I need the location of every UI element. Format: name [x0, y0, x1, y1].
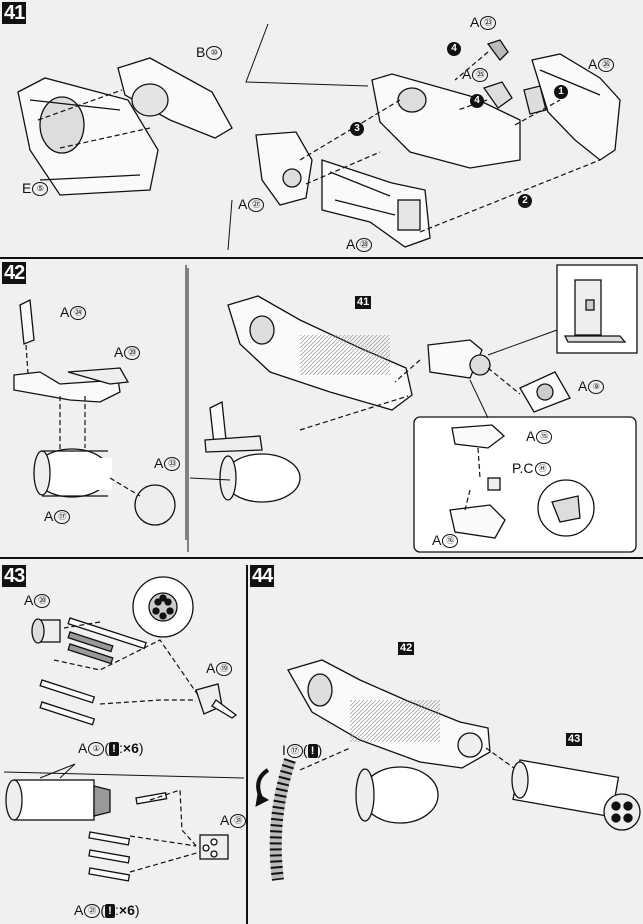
- part-number: ㉑: [84, 904, 101, 919]
- step44-guides: [299, 747, 515, 771]
- step42-parts: [13, 264, 638, 553]
- part-letter: A: [462, 66, 472, 82]
- divider-41-42: [0, 257, 643, 259]
- order-marker-4b: 4: [470, 94, 484, 108]
- divider-42-43: [0, 557, 643, 559]
- part-letter: A: [60, 304, 70, 320]
- part-letter: A: [470, 14, 480, 30]
- order-marker-3: 3: [350, 122, 364, 136]
- ref-box-41: 41: [355, 296, 372, 309]
- part-letter: A: [238, 196, 248, 212]
- part-letter: A: [114, 344, 124, 360]
- step42-callout: [187, 268, 558, 552]
- part-number: ⑤: [32, 182, 49, 197]
- part-letter: A: [78, 740, 88, 756]
- quantity-multiplier: ×6: [118, 902, 135, 918]
- step-number-43: 43: [2, 565, 27, 587]
- quantity-multiplier: ×6: [122, 740, 139, 756]
- part-number: ⑨: [588, 380, 605, 395]
- order-marker-4a: 4: [447, 42, 461, 56]
- part-number: Ⓗ: [534, 462, 551, 477]
- step43-callout: [3, 763, 245, 779]
- part-number: ㉓: [480, 16, 497, 31]
- part-letter: A: [24, 592, 34, 608]
- part-number: ㉔: [70, 306, 87, 321]
- step43-guides: [53, 621, 201, 873]
- part-number: ⑰: [286, 744, 303, 759]
- order-marker-1: 1: [554, 85, 568, 99]
- part-number: ㉗: [248, 198, 265, 213]
- part-letter: A: [220, 812, 230, 828]
- part-letter: I: [282, 742, 286, 758]
- part-number: ㉖: [598, 58, 615, 73]
- warning-icon: !: [105, 904, 116, 919]
- step42-guides: [25, 344, 521, 511]
- part-letter: A: [154, 455, 164, 471]
- ref-box-42: 42: [398, 642, 415, 655]
- part-number: ㉘: [356, 238, 373, 253]
- part-number: ⑯: [442, 534, 459, 549]
- part-number: ㉛: [230, 814, 247, 829]
- warning-icon: !: [109, 742, 120, 757]
- step44-parts: [269, 659, 641, 881]
- part-letter: B: [196, 44, 206, 60]
- warning-icon: !: [307, 744, 318, 759]
- divider-43-44: [246, 565, 248, 924]
- step-number-41: 41: [2, 2, 27, 24]
- part-letter: A: [44, 508, 54, 524]
- part-letter: A: [578, 378, 588, 394]
- part-letter: A: [206, 660, 216, 676]
- part-number: ⑰: [54, 510, 71, 525]
- step41-callout: [227, 23, 369, 251]
- part-number: ⑩: [206, 46, 223, 61]
- step43-parts: [5, 576, 238, 882]
- part-number: ⑲: [216, 662, 233, 677]
- part-number: ㉝: [164, 457, 181, 472]
- part-letter: A: [74, 902, 84, 918]
- order-marker-2: 2: [518, 194, 532, 208]
- part-number: ①: [88, 742, 105, 757]
- part-number: ㉙: [124, 346, 141, 361]
- part-letter: A: [432, 532, 442, 548]
- step44-arrow: [255, 768, 270, 807]
- part-letter: A: [588, 56, 598, 72]
- step-number-44: 44: [250, 565, 275, 587]
- part-number: ㉕: [472, 68, 489, 83]
- part-number: ⑳: [34, 594, 51, 609]
- part-letter: E: [22, 180, 32, 196]
- step-number-42: 42: [2, 262, 27, 284]
- part-number: ⑮: [536, 430, 553, 445]
- step41-parts: [17, 39, 621, 248]
- part-letter: A: [346, 236, 356, 252]
- part-letter: A: [526, 428, 536, 444]
- ref-box-43: 43: [566, 733, 583, 746]
- part-letter: P.C: [512, 460, 534, 476]
